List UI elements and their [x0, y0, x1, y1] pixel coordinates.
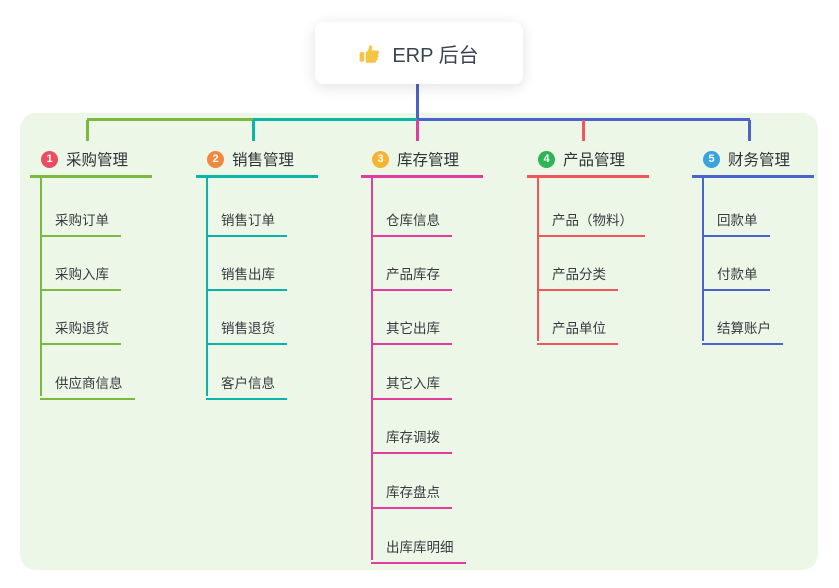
branch-finance: 5 财务管理 回款单 付款单 结算账户 — [692, 148, 814, 345]
child-node[interactable]: 付款单 — [702, 263, 770, 291]
child-node[interactable]: 销售订单 — [206, 209, 287, 237]
child-node[interactable]: 采购订单 — [40, 209, 121, 237]
branch-sales: 2 销售管理 销售订单 销售出库 销售退货 客户信息 — [196, 148, 318, 400]
child-node[interactable]: 库存盘点 — [371, 481, 452, 509]
drop-line-inventory — [416, 120, 419, 141]
bus-line-finance — [417, 118, 750, 121]
child-node[interactable]: 销售退货 — [206, 317, 287, 345]
branches-panel — [20, 113, 818, 570]
thumbs-up-icon — [359, 42, 382, 65]
child-node[interactable]: 结算账户 — [702, 317, 783, 345]
branch-trunk-line — [702, 177, 704, 341]
root-node[interactable]: ERP 后台 — [315, 22, 523, 84]
branch-number-badge: 3 — [372, 150, 389, 168]
branch-label: 产品管理 — [563, 152, 626, 169]
branch-node-product[interactable]: 4 产品管理 — [527, 148, 649, 178]
drop-line-product — [582, 120, 585, 141]
root-title: ERP 后台 — [392, 44, 479, 67]
branch-trunk-line — [537, 177, 539, 341]
bus-line-sales — [253, 118, 419, 121]
child-node[interactable]: 产品单位 — [537, 317, 618, 345]
drop-line-finance — [748, 120, 751, 141]
branch-label: 采购管理 — [66, 152, 129, 169]
branch-inventory: 3 库存管理 仓库信息 产品库存 其它出库 其它入库 库存调拨 库存盘点 出库库… — [361, 148, 483, 564]
child-node[interactable]: 产品（物料） — [537, 209, 645, 237]
child-node[interactable]: 销售出库 — [206, 263, 287, 291]
drop-line-purchase — [86, 120, 89, 141]
branch-trunk-line — [371, 177, 373, 560]
branch-number-badge: 2 — [207, 150, 224, 168]
child-node[interactable]: 供应商信息 — [40, 372, 135, 400]
branch-node-finance[interactable]: 5 财务管理 — [692, 148, 814, 178]
child-node[interactable]: 其它入库 — [371, 372, 452, 400]
branch-node-inventory[interactable]: 3 库存管理 — [361, 148, 483, 178]
branch-node-sales[interactable]: 2 销售管理 — [196, 148, 318, 178]
child-node[interactable]: 产品分类 — [537, 263, 618, 291]
branch-purchase: 1 采购管理 采购订单 采购入库 采购退货 供应商信息 — [30, 148, 152, 400]
child-node[interactable]: 产品库存 — [371, 263, 452, 291]
branch-label: 销售管理 — [232, 152, 295, 169]
branch-trunk-line — [40, 177, 42, 396]
child-node[interactable]: 出库库明细 — [371, 536, 466, 564]
child-node[interactable]: 采购入库 — [40, 263, 121, 291]
branch-number-badge: 5 — [703, 150, 720, 168]
child-node[interactable]: 其它出库 — [371, 317, 452, 345]
branch-number-badge: 1 — [41, 150, 58, 168]
branch-trunk-line — [206, 177, 208, 396]
child-node[interactable]: 库存调拨 — [371, 426, 452, 454]
child-node[interactable]: 采购退货 — [40, 317, 121, 345]
bus-line-purchase — [87, 118, 254, 121]
child-node[interactable]: 回款单 — [702, 209, 770, 237]
branch-product: 4 产品管理 产品（物料） 产品分类 产品单位 — [527, 148, 649, 345]
root-connector-line — [416, 84, 419, 121]
branch-number-badge: 4 — [538, 150, 555, 168]
child-node[interactable]: 仓库信息 — [371, 209, 452, 237]
child-node[interactable]: 客户信息 — [206, 372, 287, 400]
branch-label: 财务管理 — [728, 152, 791, 169]
branch-label: 库存管理 — [397, 152, 460, 169]
drop-line-sales — [252, 120, 255, 141]
branch-node-purchase[interactable]: 1 采购管理 — [30, 148, 152, 178]
